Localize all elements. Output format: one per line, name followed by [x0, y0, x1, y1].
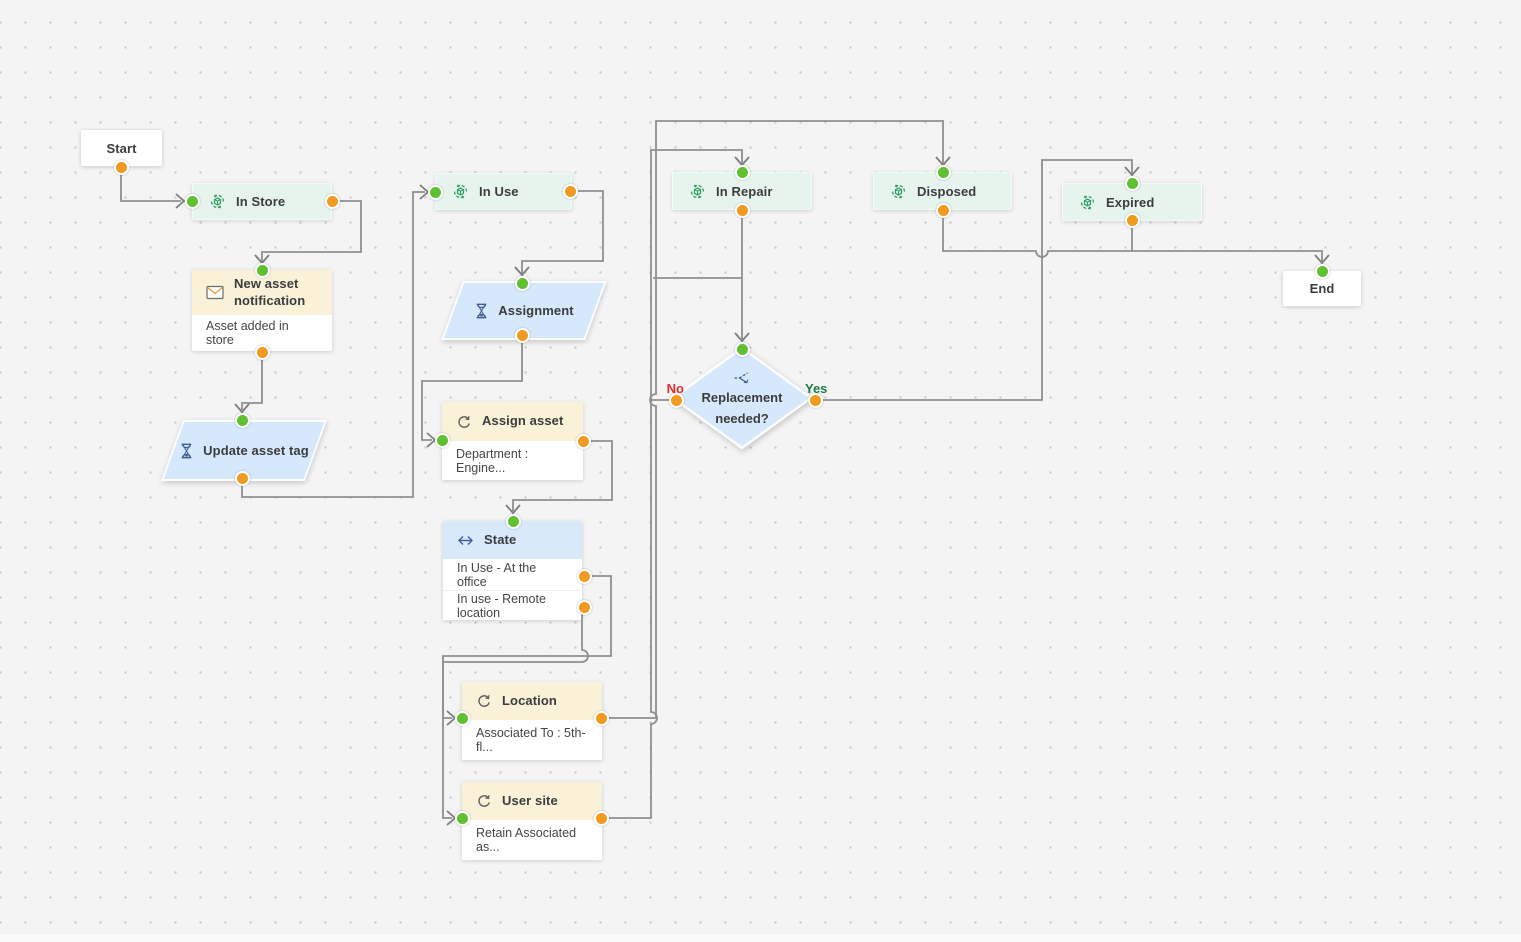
state-option[interactable]: In Use - At the office — [443, 559, 582, 590]
start-label: Start — [106, 140, 137, 156]
refresh-icon — [476, 793, 492, 809]
node-detail: Associated To : 5th-fl... — [462, 720, 602, 760]
card-header: Assign asset — [442, 402, 583, 441]
refresh-icon — [476, 693, 492, 709]
node-title: Update asset tag — [203, 443, 309, 458]
output-port[interactable] — [254, 344, 270, 360]
output-port[interactable] — [562, 183, 578, 199]
node-title: Assign asset — [482, 413, 564, 429]
hourglass-icon — [179, 443, 194, 459]
input-port[interactable] — [1124, 175, 1140, 191]
mail-icon — [206, 285, 224, 300]
card-header: Location — [462, 682, 602, 720]
node-title: State — [484, 531, 517, 547]
node-in-use[interactable]: In Use — [435, 173, 572, 210]
node-title: Expired — [1106, 194, 1155, 210]
asset-state-icon — [209, 193, 226, 210]
asset-state-icon — [1079, 194, 1096, 211]
node-detail: Retain Associated as... — [462, 820, 602, 860]
input-port[interactable] — [427, 184, 443, 200]
canvas-bottom-strip — [0, 934, 1521, 942]
input-port[interactable] — [254, 262, 270, 278]
node-title: In Store — [236, 194, 286, 209]
input-port[interactable] — [734, 341, 750, 357]
output-port[interactable] — [575, 433, 591, 449]
output-port[interactable] — [935, 202, 951, 218]
end-label: End — [1309, 281, 1335, 296]
output-port[interactable] — [734, 202, 750, 218]
branch-label-yes: Yes — [805, 381, 828, 396]
input-port[interactable] — [514, 275, 530, 291]
decision-question: Replacement needed? — [701, 390, 783, 426]
node-title: In Use — [479, 184, 519, 199]
swap-arrows-icon — [457, 534, 474, 547]
node-user-site[interactable]: User site Retain Associated as... — [462, 782, 602, 860]
state-option[interactable]: In use - Remote location — [443, 590, 582, 620]
input-port[interactable] — [734, 164, 750, 180]
asset-state-icon — [689, 183, 706, 200]
branch-label-no: No — [666, 381, 684, 396]
asset-state-icon — [890, 183, 907, 200]
node-title: User site — [502, 792, 558, 808]
node-detail: Department : Engine... — [442, 441, 583, 480]
node-new-asset-notification[interactable]: New asset notification Asset added in st… — [192, 270, 332, 351]
output-port[interactable] — [576, 568, 592, 584]
input-port[interactable] — [935, 164, 951, 180]
output-port[interactable] — [113, 159, 129, 175]
output-port[interactable] — [576, 599, 592, 615]
output-port[interactable] — [324, 193, 340, 209]
output-port[interactable] — [593, 710, 609, 726]
output-port[interactable] — [1124, 212, 1140, 228]
node-title: Assignment — [498, 303, 574, 318]
node-state[interactable]: State In Use - At the office In use - Re… — [443, 521, 582, 620]
node-assignment[interactable]: Assignment — [441, 281, 607, 340]
input-port[interactable] — [454, 710, 470, 726]
output-port[interactable] — [593, 810, 609, 826]
node-title: Location — [502, 692, 557, 708]
node-update-asset-tag[interactable]: Update asset tag — [160, 420, 328, 481]
node-title: New asset notification — [234, 276, 306, 308]
input-port[interactable] — [505, 513, 521, 529]
input-port[interactable] — [184, 193, 200, 209]
node-title: In Repair — [716, 183, 773, 199]
input-port[interactable] — [434, 432, 450, 448]
input-port[interactable] — [1314, 263, 1330, 279]
card-header: User site — [462, 782, 602, 820]
node-in-store[interactable]: In Store — [192, 183, 332, 220]
node-location[interactable]: Location Associated To : 5th-fl... — [462, 682, 602, 760]
node-title: Disposed — [917, 183, 977, 199]
input-port[interactable] — [454, 810, 470, 826]
hourglass-icon — [474, 303, 489, 319]
refresh-icon — [456, 414, 472, 430]
output-port[interactable] — [514, 327, 530, 343]
output-port[interactable] — [234, 470, 250, 486]
node-assign-asset[interactable]: Assign asset Department : Engine... — [442, 402, 583, 480]
asset-state-icon — [452, 183, 469, 200]
input-port[interactable] — [234, 412, 250, 428]
